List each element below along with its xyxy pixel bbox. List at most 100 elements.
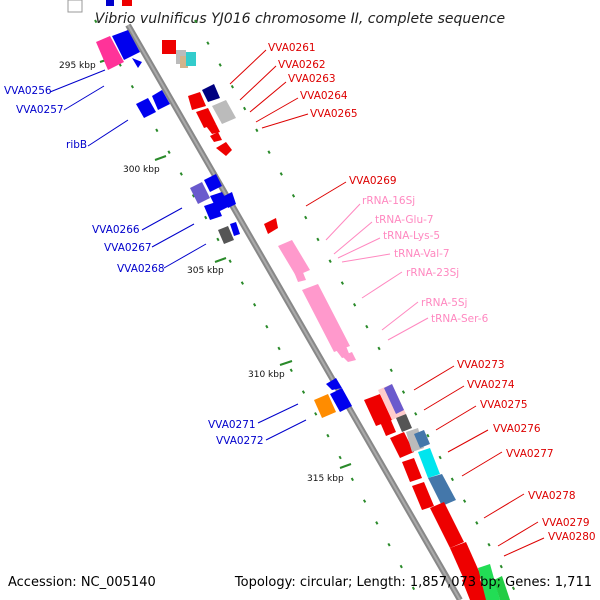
leader-line: [151, 223, 195, 248]
rna-label-trna-lys-5[interactable]: tRNA-Lys-5: [383, 230, 440, 242]
gene-block: [326, 378, 342, 390]
gene-block: [396, 414, 412, 432]
gene-block: [450, 542, 482, 584]
gene-label-vva0273[interactable]: VVA0273: [457, 359, 505, 371]
gene-block: [122, 0, 132, 6]
gene-block: [384, 384, 404, 414]
gene-features: [67, 0, 510, 600]
accession-text: Accession: NC_005140: [8, 575, 156, 590]
gene-block: [132, 58, 142, 68]
gene-block: [430, 502, 464, 548]
gene-block: [478, 564, 500, 600]
gene-label-vva0256[interactable]: VVA0256: [4, 85, 52, 97]
left-gene-labels: VVA0256 VVA0257 ribB VVA0266 VVA0267 VVA…: [4, 69, 307, 447]
gene-label-vva0276[interactable]: VVA0276: [493, 423, 541, 435]
scale-ticks: 295 kbp 300 kbp 305 kbp 310 kbp 315 kbp: [59, 57, 352, 484]
gene-label-vva0261[interactable]: VVA0261: [268, 42, 316, 54]
rna-label-trna-val-7[interactable]: tRNA-Val-7: [394, 248, 450, 260]
gene-label-vva0280[interactable]: VVA0280: [548, 531, 596, 543]
leader-line: [381, 301, 419, 331]
rna-label-rrna-23sj[interactable]: rRNA-23Sj: [406, 267, 459, 279]
gene-label-vva0263[interactable]: VVA0263: [288, 73, 336, 85]
gene-label-vva0272[interactable]: VVA0272: [216, 435, 264, 447]
gene-label-vva0274[interactable]: VVA0274: [467, 379, 515, 391]
gene-block: [67, 0, 83, 13]
gene-block: [212, 100, 236, 124]
gene-block: [402, 458, 422, 482]
right-gene-labels-top: VVA0261 VVA0262 VVA0263 VVA0264 VVA0265 …: [229, 42, 397, 207]
gene-block: [218, 226, 234, 244]
gene-label-vva0264[interactable]: VVA0264: [300, 90, 348, 102]
leader-line: [325, 203, 361, 241]
leader-line: [413, 365, 455, 391]
gene-block: [278, 240, 310, 276]
rna-label-rrna-5sj[interactable]: rRNA-5Sj: [421, 297, 467, 309]
tick-label-300: 300 kbp: [123, 165, 160, 175]
tick-label-295: 295 kbp: [59, 61, 96, 71]
gene-label-vva0278[interactable]: VVA0278: [528, 490, 576, 502]
rna-label-rrna-16sj[interactable]: rRNA-16Sj: [362, 195, 415, 207]
gene-label-vva0266[interactable]: VVA0266: [92, 224, 140, 236]
gene-block: [412, 482, 434, 510]
chromosome-backbone-highlight: [127, 24, 461, 600]
leader-line: [447, 429, 489, 453]
gene-label-vva0267[interactable]: VVA0267: [104, 242, 152, 254]
rna-label-trna-glu-7[interactable]: tRNA-Glu-7: [375, 214, 434, 226]
gene-block: [302, 284, 350, 352]
outer-guide-dots: [194, 19, 521, 600]
tick-label-315: 315 kbp: [307, 474, 344, 484]
right-gene-labels-bottom: VVA0273 VVA0274 VVA0275 VVA0276 VVA0277 …: [413, 359, 596, 557]
gene-label-vva0257[interactable]: VVA0257: [16, 104, 64, 116]
tick-mark: [154, 155, 167, 161]
gene-label-vva0269[interactable]: VVA0269: [349, 175, 397, 187]
gene-block: [188, 92, 206, 110]
gene-label-vva0265[interactable]: VVA0265: [310, 108, 358, 120]
leader-line: [141, 207, 183, 231]
gene-label-ribb[interactable]: ribB: [66, 139, 87, 151]
gene-block: [428, 474, 456, 506]
leader-line: [239, 65, 277, 101]
gene-block: [206, 124, 220, 134]
leader-line: [483, 493, 525, 519]
gene-block: [196, 108, 216, 128]
gene-block: [342, 352, 356, 362]
leader-line: [337, 237, 381, 259]
leader-line: [265, 419, 307, 441]
gene-block: [216, 142, 232, 156]
gene-block: [462, 574, 488, 600]
leader-line: [361, 271, 403, 299]
gene-label-vva0275[interactable]: VVA0275: [480, 399, 528, 411]
leader-line: [255, 97, 299, 123]
gene-label-vva0262[interactable]: VVA0262: [278, 59, 326, 71]
tick-label-310: 310 kbp: [248, 370, 285, 380]
leader-line: [229, 49, 267, 85]
gene-block: [264, 218, 278, 234]
gene-block: [96, 36, 124, 70]
gene-block: [294, 270, 306, 282]
rna-label-trna-ser-6[interactable]: tRNA-Ser-6: [431, 313, 489, 325]
leader-line: [305, 181, 347, 207]
leader-line: [87, 119, 129, 147]
gene-label-vva0268[interactable]: VVA0268: [117, 263, 165, 275]
leader-line: [435, 405, 477, 431]
leader-line: [423, 385, 465, 411]
gene-block: [180, 56, 188, 68]
gene-label-vva0271[interactable]: VVA0271: [208, 419, 256, 431]
leader-line: [341, 253, 391, 263]
gene-label-vva0279[interactable]: VVA0279: [542, 517, 590, 529]
gene-label-vva0277[interactable]: VVA0277: [506, 448, 554, 460]
gene-block: [162, 40, 176, 54]
gene-block: [210, 192, 230, 212]
leader-line: [163, 243, 207, 269]
gene-block: [380, 418, 396, 436]
gene-block: [112, 30, 140, 60]
gene-block: [152, 90, 170, 110]
gene-block: [390, 432, 414, 458]
gene-block: [418, 448, 440, 478]
gene-block: [494, 576, 510, 600]
gene-block: [204, 174, 222, 192]
leader-line: [257, 403, 299, 424]
leader-line: [261, 113, 309, 129]
